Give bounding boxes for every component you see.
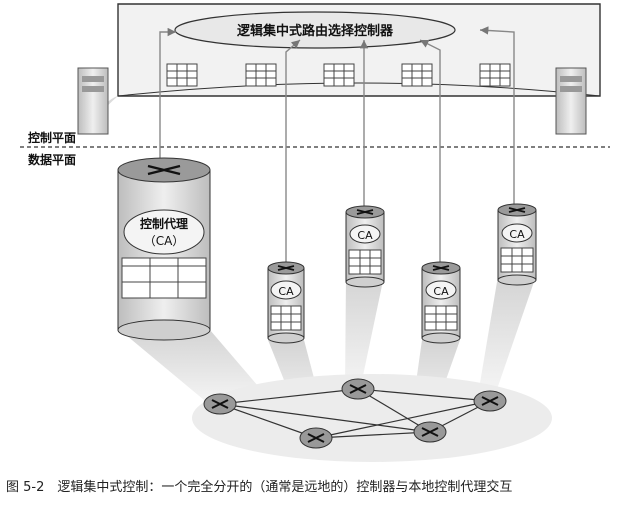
server-icon-left: [77, 67, 109, 135]
small-router-ca-label: CA: [357, 229, 373, 242]
connection-arrows: [159, 26, 515, 262]
small-router: [497, 203, 537, 286]
router-arrows-icon: [356, 209, 374, 215]
router-arrows-icon: [508, 207, 526, 213]
small-router: [267, 261, 305, 344]
router-arrows-icon: [147, 164, 181, 176]
controller-title: 逻辑集中式路由选择控制器: [237, 23, 394, 39]
router-arrows-icon: [432, 265, 450, 271]
agent-abbr: （CA）: [144, 234, 185, 248]
network-router-icon: [203, 393, 237, 415]
control-plane-label: 控制平面: [28, 130, 76, 145]
router-arrows-icon: [277, 265, 295, 271]
network-router-icon: [473, 390, 507, 412]
small-router: [345, 205, 385, 288]
network-graph: [192, 374, 552, 462]
server-icon-right: [555, 67, 587, 135]
data-plane-label: 数据平面: [28, 152, 76, 167]
figure-caption: 图 5-2 逻辑集中式控制：一个完全分开的（通常是远地的）控制器与本地控制代理交…: [6, 480, 513, 495]
small-router-ca-label: CA: [433, 285, 449, 298]
small-router: [421, 261, 461, 344]
network-router-icon: [299, 427, 333, 449]
controller-table-icons: [166, 63, 511, 87]
small-router-ca-label: CA: [278, 285, 294, 298]
agent-table-icon: [121, 257, 207, 299]
network-router-icon: [413, 421, 447, 443]
network-router-icon: [341, 378, 375, 400]
agent-ellipse: [123, 209, 205, 255]
agent-name: 控制代理: [140, 216, 188, 231]
small-router-ca-label: CA: [509, 228, 525, 241]
large-router: [117, 157, 211, 341]
